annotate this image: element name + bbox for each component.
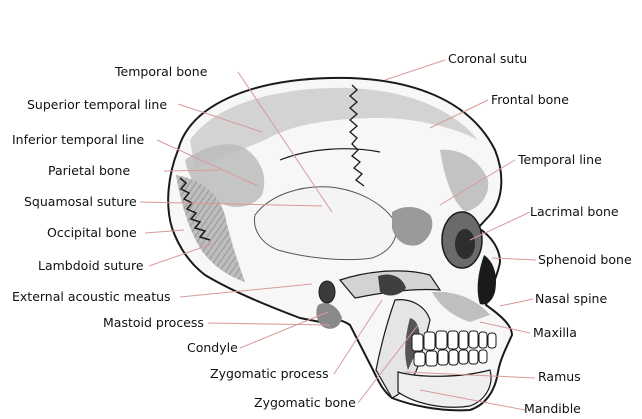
label-temporal-line: Temporal line bbox=[518, 152, 602, 167]
label-coronal-suture: Coronal sutu bbox=[448, 51, 528, 66]
mastoid-shading bbox=[316, 303, 342, 329]
label-lacrimal-bone: Lacrimal bone bbox=[530, 204, 619, 219]
maxilla-shading bbox=[432, 291, 490, 322]
label-external-acoustic-meatus: External acoustic meatus bbox=[12, 289, 171, 304]
coronal-suture-line bbox=[349, 84, 365, 187]
label-parietal-bone: Parietal bone bbox=[48, 163, 131, 178]
label-zygomatic-process: Zygomatic process bbox=[210, 366, 329, 381]
leader-lines bbox=[139, 59, 537, 411]
label-lambdoid-suture: Lambdoid suture bbox=[38, 258, 144, 273]
lambdoid-suture-line bbox=[179, 177, 211, 241]
temporal-line-arc bbox=[279, 148, 381, 161]
label-zygomatic-bone: Zygomatic bone bbox=[254, 395, 356, 410]
label-temporal-bone: Temporal bone bbox=[115, 64, 208, 79]
label-occipital-bone: Occipital bone bbox=[47, 225, 137, 240]
sphenoid-shading bbox=[392, 206, 433, 246]
nasal-aperture bbox=[477, 255, 496, 305]
label-sphenoid-bone: Sphenoid bone bbox=[538, 252, 632, 267]
upper-teeth bbox=[411, 330, 497, 352]
mandible-body bbox=[397, 369, 492, 408]
label-nasal-spine: Nasal spine bbox=[535, 291, 608, 306]
occipital-hatching bbox=[176, 175, 245, 282]
label-maxilla: Maxilla bbox=[533, 325, 577, 340]
label-superior-temporal-line: Superior temporal line bbox=[27, 97, 168, 112]
lower-teeth bbox=[413, 349, 488, 367]
zygomatic-shading bbox=[378, 274, 406, 296]
label-ramus: Ramus bbox=[538, 369, 581, 384]
label-condyle: Condyle bbox=[187, 340, 238, 355]
frontal-shading bbox=[440, 149, 489, 212]
label-mandible: Mandible bbox=[524, 401, 581, 416]
label-mastoid-process: Mastoid process bbox=[103, 315, 204, 330]
label-inferior-temporal-line: Inferior temporal line bbox=[12, 132, 145, 147]
orbit-inner bbox=[455, 229, 475, 259]
ear-canal bbox=[318, 280, 336, 304]
label-frontal-bone: Frontal bone bbox=[491, 92, 569, 107]
label-squamosal-suture: Squamosal suture bbox=[24, 194, 137, 209]
